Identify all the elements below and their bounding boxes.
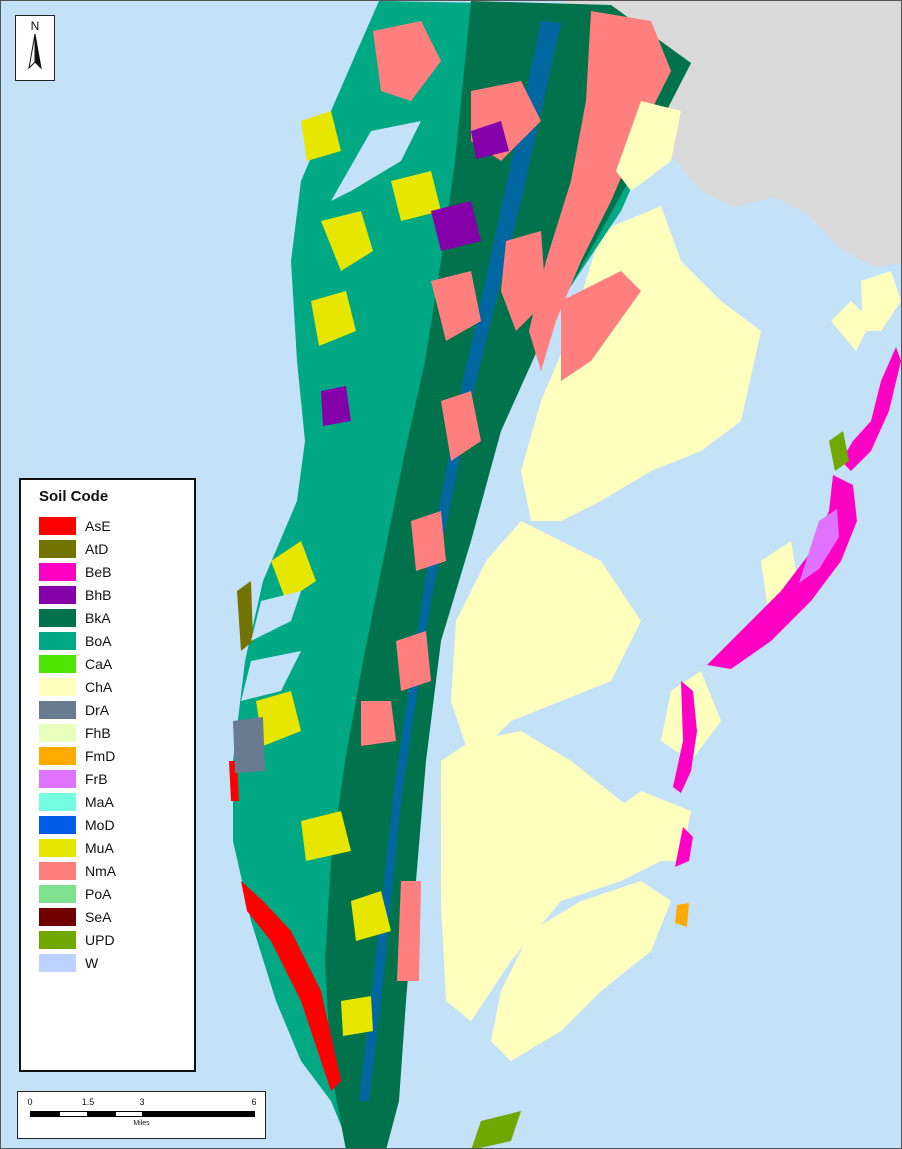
- legend-label: BeB: [85, 563, 112, 580]
- scale-tick-label: 6: [251, 1097, 257, 1107]
- legend: Soil Code AsE AtD BeB BhB BkA BoA CaA ChA DrA FhB…: [19, 478, 196, 1072]
- legend-swatch: [39, 585, 76, 604]
- legend-swatch: [39, 861, 76, 880]
- legend-label: PoA: [85, 885, 112, 902]
- legend-label: BhB: [85, 586, 112, 603]
- legend-swatch: [39, 723, 76, 742]
- legend-swatch: [39, 792, 76, 811]
- legend-item-maa: MaA: [39, 790, 194, 813]
- legend-label: DrA: [85, 701, 110, 718]
- legend-swatch: [39, 562, 76, 581]
- legend-item-mod: MoD: [39, 813, 194, 836]
- legend-item-sea: SeA: [39, 905, 194, 928]
- legend-swatch: [39, 884, 76, 903]
- legend-item-w: W: [39, 951, 194, 974]
- legend-swatch: [39, 907, 76, 926]
- legend-swatch: [39, 677, 76, 696]
- scale-bar-segment: [87, 1111, 116, 1117]
- legend-item-ase: AsE: [39, 514, 194, 537]
- scale-bar-segment: [142, 1111, 255, 1117]
- scale-bar-segment: [115, 1111, 143, 1117]
- legend-label: FmD: [85, 747, 116, 764]
- scale-bar-segment: [59, 1111, 88, 1117]
- marsh-islands: [441, 206, 901, 1061]
- legend-label: BkA: [85, 609, 111, 626]
- legend-label: MaA: [85, 793, 114, 810]
- legend-item-bhb: BhB: [39, 583, 194, 606]
- legend-item-dra: DrA: [39, 698, 194, 721]
- legend-label: W: [85, 954, 99, 971]
- legend-item-frb: FrB: [39, 767, 194, 790]
- legend-label: UPD: [85, 931, 115, 948]
- legend-label: AsE: [85, 517, 111, 534]
- legend-item-nma: NmA: [39, 859, 194, 882]
- legend-label: AtD: [85, 540, 109, 557]
- legend-swatch: [39, 953, 76, 972]
- legend-item-boa: BoA: [39, 629, 194, 652]
- north-letter: N: [30, 19, 40, 33]
- barrier-islands: [471, 347, 901, 1148]
- legend-item-poa: PoA: [39, 882, 194, 905]
- scale-tick-label: 0: [27, 1097, 33, 1107]
- legend-label: SeA: [85, 908, 112, 925]
- legend-label: NmA: [85, 862, 117, 879]
- soil-patches: [229, 11, 681, 1091]
- scale-tick-label: 1.5: [81, 1097, 95, 1107]
- scale-tick-label: 3: [139, 1097, 145, 1107]
- legend-label: ChA: [85, 678, 113, 695]
- legend-item-cha: ChA: [39, 675, 194, 698]
- legend-swatch: [39, 654, 76, 673]
- legend-item-bka: BkA: [39, 606, 194, 629]
- legend-swatch: [39, 539, 76, 558]
- legend-label: BoA: [85, 632, 112, 649]
- peninsula: [233, 1, 691, 1148]
- legend-item-fmd: FmD: [39, 744, 194, 767]
- legend-swatch: [39, 746, 76, 765]
- legend-swatch: [39, 815, 76, 834]
- legend-item-atd: AtD: [39, 537, 194, 560]
- legend-label: FhB: [85, 724, 111, 741]
- legend-swatch: [39, 700, 76, 719]
- scale-units: Miles: [133, 1120, 150, 1127]
- north-arrow-icon: [28, 33, 42, 70]
- scale-bar: 0 1.5 3 6 Miles: [17, 1091, 266, 1139]
- legend-label: FrB: [85, 770, 108, 787]
- legend-item-upd: UPD: [39, 928, 194, 951]
- scale-bar-segment: [30, 1111, 60, 1117]
- legend-swatch: [39, 608, 76, 627]
- legend-item-fhb: FhB: [39, 721, 194, 744]
- legend-title: Soil Code: [39, 488, 109, 505]
- legend-swatch: [39, 838, 76, 857]
- legend-item-caa: CaA: [39, 652, 194, 675]
- legend-swatch: [39, 631, 76, 650]
- legend-label: MuA: [85, 839, 114, 856]
- legend-item-mua: MuA: [39, 836, 194, 859]
- legend-swatch: [39, 769, 76, 788]
- legend-swatch: [39, 930, 76, 949]
- legend-item-beb: BeB: [39, 560, 194, 583]
- legend-label: CaA: [85, 655, 113, 672]
- legend-list: AsE AtD BeB BhB BkA BoA CaA ChA DrA FhB FmD FrB MaA M…: [39, 514, 194, 974]
- north-arrow: N: [15, 15, 55, 81]
- legend-label: MoD: [85, 816, 115, 833]
- legend-swatch: [39, 516, 76, 535]
